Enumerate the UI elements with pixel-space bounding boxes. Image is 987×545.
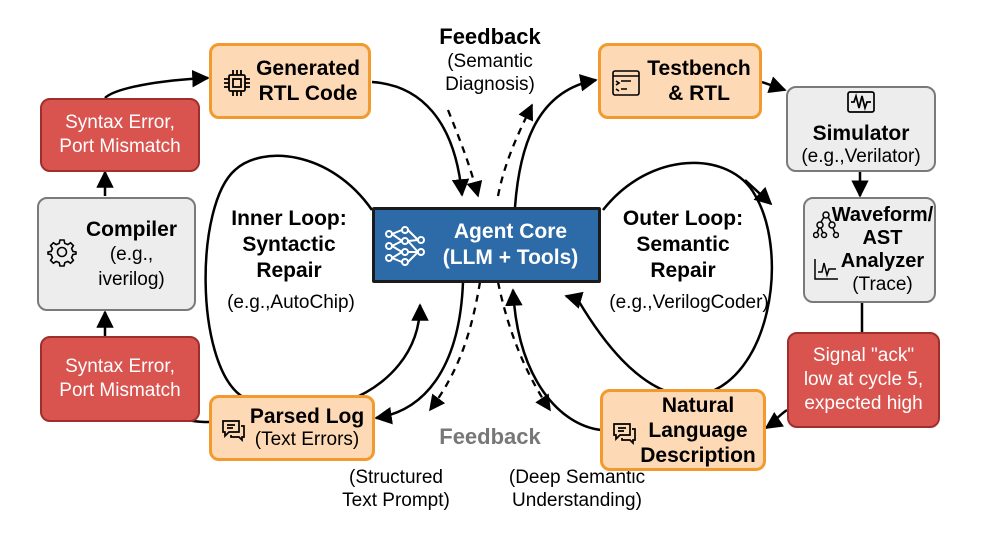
- feedback-bottom-left-dashed: [429, 281, 482, 412]
- compiler-box: Compiler (e.g., iverilog): [37, 197, 196, 311]
- testbench-to-simulator-arrow: [761, 76, 787, 94]
- deep-semantic-line2: Understanding): [512, 490, 642, 511]
- code-window-icon: [611, 68, 641, 98]
- simulator-box: Simulator (e.g.,Verilator): [786, 86, 936, 172]
- structured-prompt-label: (Structured Text Prompt): [316, 466, 476, 512]
- syntax-error-top-line1: Syntax Error,: [65, 112, 175, 133]
- generated-rtl-line2: RTL Code: [258, 82, 358, 105]
- testbench-line1: Testbench: [647, 57, 751, 80]
- inner-loop-line3: Repair: [256, 259, 322, 282]
- analyzer-line3: Analyzer: [840, 250, 925, 272]
- nl-description-line3: Description: [640, 443, 756, 467]
- syntax-error-top-box: Syntax Error, Port Mismatch: [40, 98, 200, 172]
- waveform-icon: [846, 90, 876, 120]
- outer-loop-line1: Outer Loop:: [622, 207, 744, 230]
- parsed-log-box: Parsed Log (Text Errors): [209, 395, 375, 461]
- rtl-to-agent-arrow: [371, 80, 470, 197]
- feedback-bottom-right-dashed: [496, 281, 551, 412]
- syntax-error-bottom-line2: Port Mismatch: [59, 380, 181, 401]
- chip-icon: [222, 68, 252, 98]
- outer-loop-line3: Repair: [650, 259, 716, 282]
- syntax-error-top-line2: Port Mismatch: [59, 136, 181, 157]
- compiler-title: Compiler: [85, 217, 177, 241]
- tree-icon: [813, 211, 839, 239]
- simulator-title: Simulator: [812, 122, 910, 145]
- feedback-top-line1: (Semantic: [447, 51, 533, 72]
- inner-loop-example: (e.g.,AutoChip): [227, 292, 355, 313]
- feedback-bottom-title: Feedback: [439, 424, 541, 449]
- agent-to-testbench-arrow: [513, 74, 598, 208]
- simulator-sub: (e.g.,Verilator): [801, 146, 921, 167]
- outer-loop-bottom-arrow: [564, 291, 584, 309]
- generated-rtl-line1: Generated: [256, 57, 360, 80]
- agent-core-subtitle: (LLM + Tools): [442, 246, 579, 269]
- compiler-line3: iverilog): [98, 268, 165, 290]
- signal-error-line2: low at cycle 5,: [803, 369, 924, 390]
- outer-loop-arrow: [744, 179, 773, 206]
- feedback-top-label: Feedback (Semantic Diagnosis): [410, 24, 570, 96]
- outer-loop-arc: [576, 161, 773, 397]
- outer-loop-line2: Semantic: [636, 233, 730, 256]
- generated-rtl-box: Generated RTL Code: [209, 43, 371, 119]
- agent-core-title: Agent Core: [453, 220, 568, 243]
- compiler-line2: (e.g.,: [109, 243, 154, 265]
- feedback-top-line2: Diagnosis): [445, 74, 535, 95]
- signal-to-nl-arrow: [764, 408, 788, 430]
- analyzer-line4: (Trace): [852, 274, 913, 295]
- syntax-error-bottom-line1: Syntax Error,: [65, 356, 175, 377]
- parsed-log-sub: (Text Errors): [254, 429, 360, 450]
- signal-error-line3: expected high: [804, 393, 923, 414]
- agent-core-box: Agent Core (LLM + Tools): [372, 207, 601, 283]
- analyzer-line2: AST: [862, 227, 903, 249]
- testbench-line2: & RTL: [668, 82, 730, 105]
- nl-description-line1: Natural: [661, 393, 735, 417]
- analyzer-line1: Waveform/: [831, 204, 934, 226]
- chat-icon-nl: [611, 420, 637, 446]
- structured-prompt-line1: (Structured: [349, 467, 443, 488]
- nl-to-agent-arrow: [505, 288, 602, 432]
- feedback-top-left-dashed: [446, 109, 483, 198]
- analyzer-box: Waveform/ AST Analyzer (Trace): [803, 197, 936, 303]
- syntax-error-bottom-box: Syntax Error, Port Mismatch: [40, 336, 200, 422]
- testbench-box: Testbench & RTL: [598, 43, 762, 119]
- signal-error-line1: Signal "ack": [812, 345, 915, 366]
- signal-error-box: Signal "ack" low at cycle 5, expected hi…: [787, 332, 940, 428]
- structured-prompt-line2: Text Prompt): [342, 490, 450, 511]
- outer-loop-example: (e.g.,VerilogCoder): [609, 292, 769, 313]
- feedback-top-title: Feedback: [439, 24, 541, 49]
- chat-icon: [220, 417, 246, 443]
- deep-semantic-line1: (Deep Semantic: [508, 467, 646, 488]
- inner-loop-line1: Inner Loop:: [231, 207, 347, 230]
- outer-loop-label: Outer Loop: Semantic Repair: [608, 206, 758, 284]
- agent-to-parsedlog-arrow: [374, 281, 465, 425]
- nl-description-line2: Language: [648, 418, 748, 442]
- feedback-top-right-dashed: [496, 103, 534, 197]
- inner-loop-line2: Syntactic: [242, 233, 336, 256]
- error-top-to-rtl-arrow: [104, 69, 210, 99]
- parsed-log-title: Parsed Log: [249, 405, 365, 428]
- gear-icon: [47, 237, 77, 267]
- nl-description-box: Natural Language Description: [600, 389, 766, 471]
- neural-network-icon: [383, 224, 427, 268]
- signal-icon: [813, 257, 839, 281]
- inner-loop-label: Inner Loop: Syntactic Repair: [214, 206, 364, 284]
- deep-semantic-label: (Deep Semantic Understanding): [482, 466, 672, 512]
